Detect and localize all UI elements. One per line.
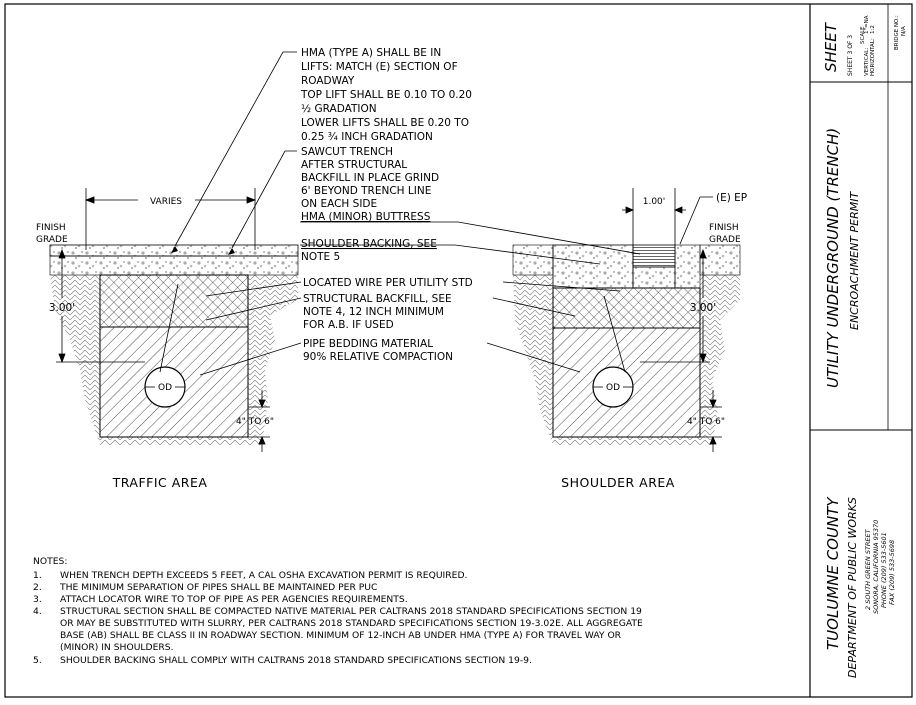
svg-text:WHEN TRENCH DEPTH EXCEEDS 5 FE: WHEN TRENCH DEPTH EXCEEDS 5 FEET, A CAL … bbox=[60, 570, 467, 581]
bridge-no-label: BRIDGE NO.: bbox=[894, 15, 900, 50]
svg-text:PIPE BEDDING MATERIAL: PIPE BEDDING MATERIAL bbox=[303, 338, 433, 350]
callout-shoulder-backing: SHOULDER BACKING, SEE NOTE 5 bbox=[301, 238, 437, 263]
svg-text:3.: 3. bbox=[33, 594, 42, 605]
svg-text:STRUCTURAL BACKFILL, SEE: STRUCTURAL BACKFILL, SEE bbox=[303, 293, 452, 305]
svg-text:90% RELATIVE COMPACTION: 90% RELATIVE COMPACTION bbox=[303, 351, 453, 363]
edge-of-pavement-label: (E) EP bbox=[716, 192, 747, 204]
svg-text:NOTE 5: NOTE 5 bbox=[301, 251, 340, 263]
svg-text:OR MAY BE SUBSTITUTED WITH SLU: OR MAY BE SUBSTITUTED WITH SLURRY, PER C… bbox=[60, 618, 643, 629]
shoulder-trench-section: OD bbox=[512, 244, 741, 445]
finish-grade-right: GRADE bbox=[709, 235, 741, 245]
svg-text:LIFTS: MATCH (E) SECTION OF: LIFTS: MATCH (E) SECTION OF bbox=[301, 61, 458, 73]
svg-text:ON EACH SIDE: ON EACH SIDE bbox=[301, 198, 377, 210]
callout-pipe-bedding: PIPE BEDDING MATERIAL 90% RELATIVE COMPA… bbox=[303, 338, 453, 363]
svg-text:SHOULDER BACKING SHALL COMPLY: SHOULDER BACKING SHALL COMPLY WITH CALTR… bbox=[60, 655, 532, 666]
svg-text:ATTACH LOCATOR WIRE TO TOP OF: ATTACH LOCATOR WIRE TO TOP OF PIPE AS PE… bbox=[60, 594, 408, 605]
svg-text:ROADWAY: ROADWAY bbox=[301, 75, 355, 87]
vertical-scale-label: VERTICAL: bbox=[864, 48, 870, 76]
horizontal-scale-label: HORIZONTAL: bbox=[870, 38, 876, 76]
sheet-of: SHEET 3 OF 3 bbox=[847, 35, 854, 76]
traffic-trench-section: OD bbox=[49, 244, 299, 445]
callout-located-wire: LOCATED WIRE PER UTILITY STD bbox=[303, 277, 473, 289]
svg-text:4.: 4. bbox=[33, 606, 42, 617]
leader-lines bbox=[159, 51, 641, 376]
finish-grade-right: FINISH bbox=[709, 223, 739, 233]
cover-dim-right: 4" TO 6" bbox=[687, 417, 725, 427]
pipe-od-label: OD bbox=[606, 383, 620, 393]
depth-dim-right: 3.00' bbox=[690, 302, 716, 314]
fax-line: FAX (209) 533-5698 bbox=[888, 540, 896, 605]
svg-text:FOR A.B. IF USED: FOR A.B. IF USED bbox=[303, 319, 394, 331]
svg-text:5.: 5. bbox=[33, 655, 42, 666]
varies-dim-label: VARIES bbox=[150, 197, 182, 207]
svg-text:½ GRADATION: ½ GRADATION bbox=[301, 103, 377, 115]
svg-text:BACKFILL IN PLACE GRIND: BACKFILL IN PLACE GRIND bbox=[301, 172, 439, 184]
svg-text:6' BEYOND TRENCH LINE: 6' BEYOND TRENCH LINE bbox=[301, 185, 431, 197]
svg-text:0.25 ¾ INCH GRADATION: 0.25 ¾ INCH GRADATION bbox=[301, 131, 433, 143]
notes-block: NOTES: 1. WHEN TRENCH DEPTH EXCEEDS 5 FE… bbox=[33, 556, 643, 666]
svg-text:1.: 1. bbox=[33, 570, 42, 581]
phone-line: PHONE (209) 533-5601 bbox=[880, 532, 888, 608]
callout-sawcut: SAWCUT TRENCH AFTER STRUCTURAL BACKFILL … bbox=[301, 146, 439, 210]
bridge-no-value: N/A bbox=[901, 26, 907, 36]
callout-hma-minor: HMA (MINOR) BUTTRESS bbox=[301, 211, 431, 223]
svg-text:AFTER STRUCTURAL: AFTER STRUCTURAL bbox=[301, 159, 407, 171]
depth-dim-left: 3.00' bbox=[49, 302, 75, 314]
shoulder-area-title: SHOULDER AREA bbox=[561, 475, 675, 490]
callout-structural-backfill: STRUCTURAL BACKFILL, SEE NOTE 4, 12 INCH… bbox=[303, 293, 452, 331]
title-block: SHEET SHEET 3 OF 3 VERTICAL: HORIZONTAL:… bbox=[810, 4, 912, 678]
finish-grade-left: FINISH bbox=[36, 223, 66, 233]
width-dim-label: 1.00' bbox=[643, 197, 666, 207]
svg-text:SAWCUT TRENCH: SAWCUT TRENCH bbox=[301, 146, 393, 158]
svg-text:TOP LIFT SHALL BE 0.10 TO 0.20: TOP LIFT SHALL BE 0.10 TO 0.20 bbox=[300, 89, 472, 101]
svg-text:(MINOR) IN SHOULDERS.: (MINOR) IN SHOULDERS. bbox=[60, 642, 174, 653]
svg-text:SHOULDER BACKING, SEE: SHOULDER BACKING, SEE bbox=[301, 238, 437, 250]
address-line: SONORA, CALIFORNIA 95370 bbox=[872, 520, 880, 614]
svg-text:BASE (AB) SHALL BE CLASS II IN: BASE (AB) SHALL BE CLASS II IN ROADWAY S… bbox=[60, 630, 622, 641]
dimension-lines bbox=[56, 188, 722, 452]
address-line: 2 SOUTH GREEN STREET bbox=[864, 528, 872, 610]
svg-text:THE MINIMUM SEPARATION OF PIPE: THE MINIMUM SEPARATION OF PIPES SHALL BE… bbox=[59, 582, 377, 593]
svg-text:HMA (TYPE A) SHALL BE IN: HMA (TYPE A) SHALL BE IN bbox=[301, 47, 441, 59]
traffic-area-title: TRAFFIC AREA bbox=[112, 475, 208, 490]
callout-hma-type-a: HMA (TYPE A) SHALL BE IN LIFTS: MATCH (E… bbox=[300, 47, 472, 143]
notes-heading: NOTES: bbox=[33, 556, 67, 567]
svg-text:STRUCTURAL SECTION SHALL BE CO: STRUCTURAL SECTION SHALL BE COMPACTED NA… bbox=[60, 606, 642, 617]
horizontal-scale-value: 1:2 bbox=[870, 25, 876, 34]
county-name: TUOLUMNE COUNTY bbox=[824, 496, 842, 650]
drawing-subtitle: ENCROACHMENT PERMIT bbox=[848, 191, 861, 330]
svg-text:NOTE 4, 12 INCH MINIMUM: NOTE 4, 12 INCH MINIMUM bbox=[303, 306, 444, 318]
drawing-title: UTILITY UNDERGROUND (TRENCH) bbox=[824, 128, 842, 388]
sheet-label: SHEET bbox=[822, 21, 840, 72]
department-name: DEPARTMENT OF PUBLIC WORKS bbox=[846, 497, 859, 678]
scale-label: SCALE bbox=[860, 26, 866, 44]
cover-dim-left: 4" TO 6" bbox=[236, 417, 274, 427]
pipe-od-label: OD bbox=[158, 383, 172, 393]
finish-grade-left: GRADE bbox=[36, 235, 68, 245]
vertical-scale-value: 1"=NA bbox=[864, 15, 870, 34]
svg-text:2.: 2. bbox=[33, 582, 42, 593]
svg-text:LOWER LIFTS SHALL BE 0.20 TO: LOWER LIFTS SHALL BE 0.20 TO bbox=[301, 117, 469, 129]
